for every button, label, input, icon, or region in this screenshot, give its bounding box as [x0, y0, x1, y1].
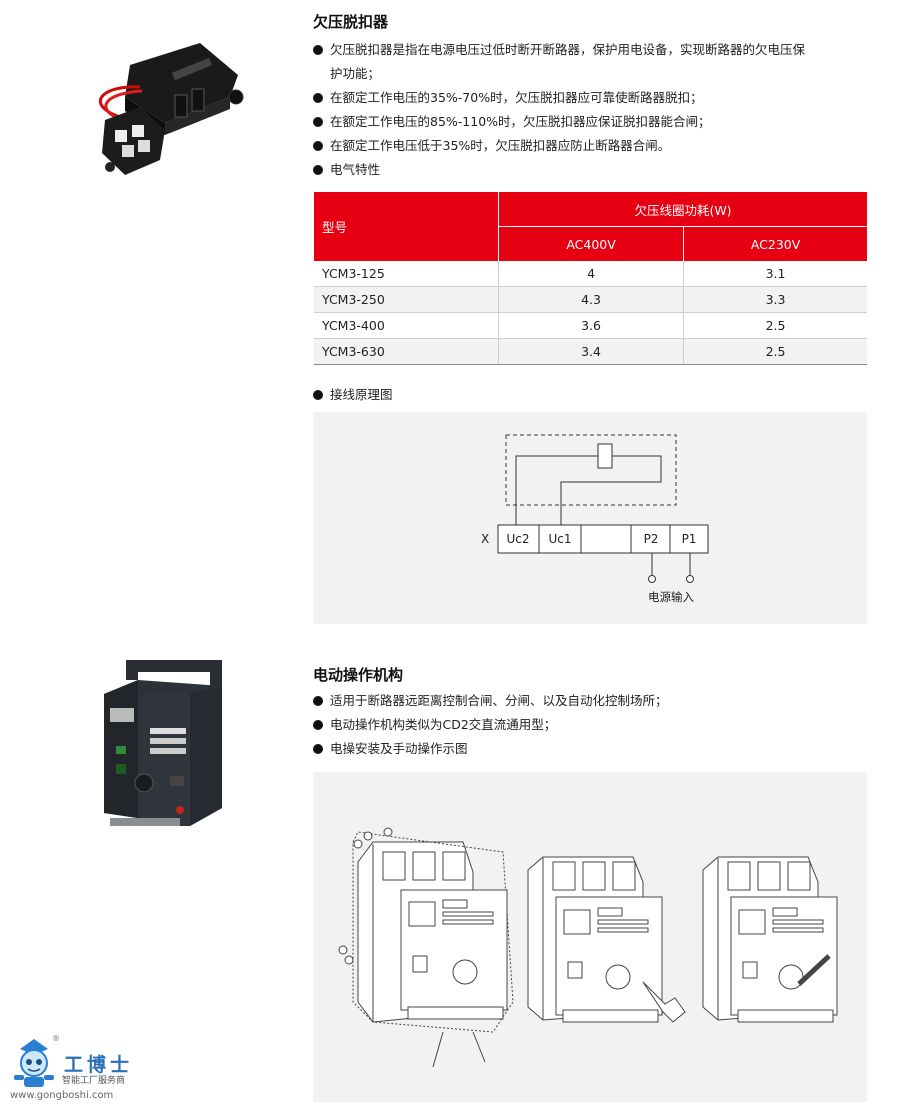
list-item: 在额定工作电压的85%-110%时，欠压脱扣器应保证脱扣器能合闸； — [313, 110, 873, 134]
list-item: 适用于断路器远距离控制合闸、分闸、以及自动化控制场所； — [313, 689, 873, 713]
section-title-undervoltage: 欠压脱扣器 — [313, 13, 389, 31]
table-row: YCM3-125 4 3.1 — [314, 261, 867, 287]
bullet-icon — [313, 744, 323, 754]
bullet-icon — [313, 165, 323, 175]
wiring-diagram-panel — [313, 412, 867, 624]
list-item: 护功能； — [330, 66, 381, 81]
undervoltage-release-image — [98, 43, 244, 175]
list-item: 在额定工作电压的35%-70%时，欠压脱扣器应可靠使断路器脱扣； — [313, 86, 873, 110]
terminal-label: Uc1 — [548, 532, 571, 546]
bullet-icon — [313, 117, 323, 127]
table-row: YCM3-250 4.3 3.3 — [314, 286, 867, 313]
terminal-label: P2 — [644, 532, 659, 546]
motor-operator-bullets: 适用于断路器远距离控制合闸、分闸、以及自动化控制场所； 电动操作机构类似为CD2… — [313, 689, 873, 761]
robot-mascot-icon — [14, 1039, 54, 1087]
logo-url: www.gongboshi.com — [10, 1090, 114, 1101]
section-title-motor-operator: 电动操作机构 — [313, 666, 404, 684]
table-header-group: 欠压线圈功耗(W) — [498, 192, 867, 227]
electrical-spec-table: 型号 欠压线圈功耗(W) AC400V AC230V YCM3-125 4 3.… — [314, 192, 867, 365]
table-row: YCM3-400 3.6 2.5 — [314, 312, 867, 339]
bullet-icon — [313, 390, 323, 400]
bullet-icon — [313, 696, 323, 706]
wiring-diagram-label: 接线原理图 — [313, 383, 393, 407]
diagram-x-label: X — [481, 532, 489, 546]
bullet-icon — [313, 93, 323, 103]
logo-tagline: 智能工厂服务商 — [62, 1076, 126, 1086]
list-item: 电操安装及手动操作示图 — [313, 737, 873, 761]
table-header-ac230: AC230V — [683, 226, 867, 261]
logo-brand: 工博士 — [64, 1054, 134, 1076]
installation-illustration — [338, 827, 838, 1068]
wiring-diagram: X Uc2 Uc1 P2 P1 电源输入 — [481, 434, 709, 604]
bullet-icon — [313, 141, 323, 151]
table-header-model: 型号 — [314, 192, 499, 261]
list-item: 在额定工作电压低于35%时，欠压脱扣器应防止断路器合闸。 — [313, 134, 873, 158]
motor-operator-image — [104, 660, 222, 826]
terminal-label: Uc2 — [506, 532, 529, 546]
logo-registered-mark: ® — [52, 1034, 60, 1043]
terminal-label: P1 — [682, 532, 697, 546]
table-row: YCM3-630 3.4 2.5 — [314, 338, 867, 365]
bullet-icon — [313, 45, 323, 55]
undervoltage-bullets: 欠压脱扣器是指在电源电压过低时断开断路器，保护用电设备，实现断路器的欠电压保 护… — [313, 38, 873, 182]
list-item: 欠压脱扣器是指在电源电压过低时断开断路器，保护用电设备，实现断路器的欠电压保 — [313, 38, 873, 62]
table-header-ac400: AC400V — [497, 226, 684, 261]
list-item: 电动操作机构类似为CD2交直流通用型； — [313, 713, 873, 737]
bullet-icon — [313, 720, 323, 730]
power-input-label: 电源输入 — [648, 590, 694, 604]
list-item: 电气特性 — [313, 158, 873, 182]
